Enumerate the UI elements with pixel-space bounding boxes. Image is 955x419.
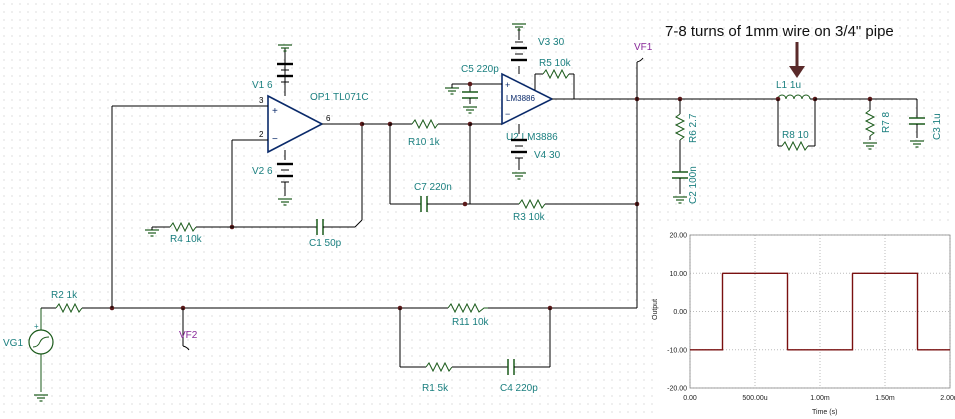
battery-v4: V4 30 (511, 138, 561, 180)
r10-label: R10 1k (408, 137, 441, 148)
output-series-line (690, 272, 950, 351)
svg-text:−: − (272, 134, 278, 145)
svg-text:+: + (272, 106, 278, 117)
vf2-label: VF2 (179, 330, 198, 341)
plot-x-tick-label: 0.00 (683, 395, 697, 402)
c7-label: C7 220n (414, 182, 452, 193)
vf1-label: VF1 (634, 42, 653, 53)
r6-label: R6 2.7 (688, 113, 699, 143)
plot-y-ticks: 20.00 10.00 0.00 -10.00 -20.00 (667, 233, 687, 393)
plot-x-tick-label: 500.00u (742, 395, 767, 402)
resistor-r6: R6 2.7 (674, 99, 699, 172)
v2-label: V2 6 (252, 166, 273, 177)
c2-label: C2 100n (688, 166, 699, 204)
capacitor-c2: C2 100n (672, 166, 699, 204)
vg1-label: VG1 (3, 338, 23, 349)
resistor-r3: R3 10k (470, 198, 637, 223)
svg-text:2: 2 (259, 130, 264, 139)
resistor-r5: R5 10k (534, 58, 575, 99)
opamp-u2: + − LM3886 U2 LM3886 (501, 66, 558, 143)
resistor-r7: R7 8 (862, 99, 892, 150)
v3-label: V3 30 (538, 37, 565, 48)
resistor-r11: R11 10k (447, 302, 490, 328)
r8-label: R8 10 (782, 130, 809, 141)
annotation-text: 7-8 turns of 1mm wire on 3/4" pipe (665, 23, 894, 40)
opamp-op1: + − 3 2 6 OP1 TL071C (232, 84, 369, 160)
svg-text:−: − (505, 109, 510, 119)
battery-v3: V3 30 (511, 23, 565, 62)
capacitor-c4: C4 220p (500, 359, 550, 394)
svg-text:3: 3 (259, 96, 264, 105)
resistor-r8: R8 10 (777, 99, 816, 152)
battery-v2: V2 6 (252, 162, 293, 206)
c3-label: C3 1u (932, 113, 943, 140)
plot-y-tick-label: 20.00 (669, 233, 687, 240)
plot-background (653, 223, 955, 419)
plot-x-tick-label: 1.00m (810, 395, 830, 402)
plot-y-axis-label: Output (652, 299, 659, 320)
r2-label: R2 1k (51, 290, 78, 301)
v4-label: V4 30 (534, 150, 561, 161)
probe-vf2: VF2 (179, 308, 198, 351)
c4-label: C4 220p (500, 383, 538, 394)
resistor-r10: R10 1k (390, 118, 470, 148)
svg-text:+: + (505, 80, 510, 90)
u2-ref: U2 LM3886 (506, 132, 558, 143)
plot-x-axis-label: Time (s) (812, 409, 837, 416)
op1-ref: OP1 (310, 92, 330, 103)
battery-v1: V1 6 (252, 44, 293, 91)
plot-x-tick-label: 1.50m (875, 395, 895, 402)
output-plot: 20.00 10.00 0.00 -10.00 -20.00 0.00 500.00u 1.… (652, 223, 955, 419)
svg-text:6: 6 (326, 114, 331, 123)
plot-y-tick-label: -20.00 (667, 386, 687, 393)
r3-label: R3 10k (513, 212, 546, 223)
l1-label: L1 1u (776, 80, 801, 91)
annotation-arrow (789, 42, 805, 78)
resistor-r1: R1 5k (400, 361, 508, 394)
u2-inner-label: LM3886 (506, 94, 535, 103)
capacitor-c1: C1 50p (232, 124, 363, 249)
plot-frame (689, 234, 951, 389)
inductor-l1: L1 1u (776, 80, 820, 100)
resistor-r2: R2 1k (41, 290, 112, 314)
v1-label: V1 6 (252, 80, 273, 91)
capacitor-c7: C7 220n (390, 182, 470, 212)
c5-label: C5 220p (461, 64, 499, 75)
svg-text:+: + (34, 322, 39, 331)
resistor-r4: R4 10k (144, 221, 232, 245)
plot-y-tick-label: 10.00 (669, 271, 687, 278)
plot-y-tick-label: 0.00 (673, 309, 687, 316)
r4-label: R4 10k (170, 234, 203, 245)
plot-y-tick-label: -10.00 (667, 347, 687, 354)
plot-x-tick-label: 2.00m (940, 395, 955, 402)
r11-label: R11 10k (452, 317, 490, 328)
r5-label: R5 10k (539, 58, 572, 69)
probe-vf1: VF1 (634, 42, 653, 99)
signal-generator-vg1: + VG1 (3, 308, 54, 402)
capacitor-c5: C5 220p (444, 64, 502, 114)
capacitor-c3: C3 1u (909, 99, 943, 148)
op1-value: TL071C (333, 92, 369, 103)
c1-label: C1 50p (309, 238, 342, 249)
r7-label: R7 8 (881, 111, 892, 133)
plot-x-ticks: 0.00 500.00u 1.00m 1.50m 2.00m (683, 395, 955, 402)
r1-label: R1 5k (422, 383, 449, 394)
